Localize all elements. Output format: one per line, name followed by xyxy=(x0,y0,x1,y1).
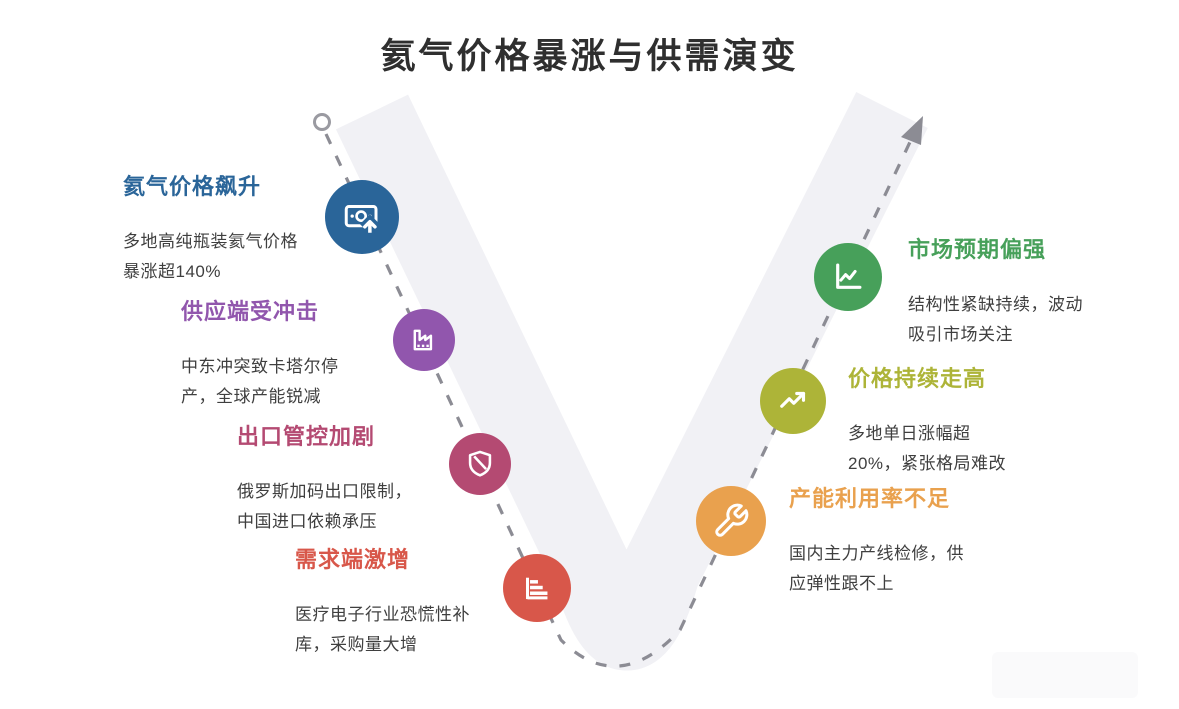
page-title: 氦气价格暴涨与供需演变 xyxy=(380,37,799,76)
step-description: 中东冲突致卡塔尔停产，全球产能锐减 xyxy=(181,357,339,406)
step-heading: 需求端激增 xyxy=(295,547,411,572)
step-price-surge: 氦气价格飙升 多地高纯瓶装氦气价格暴涨超140% xyxy=(123,172,301,287)
line-chart-icon xyxy=(814,243,882,311)
step-heading: 氦气价格飙升 xyxy=(123,174,262,199)
step-heading: 供应端受冲击 xyxy=(181,299,320,324)
step-description: 医疗电子行业恐慌性补库，采购量大增 xyxy=(295,605,470,654)
v-band xyxy=(335,92,928,670)
step-heading: 价格持续走高 xyxy=(848,366,987,391)
start-circle-marker xyxy=(313,113,331,131)
factory-icon xyxy=(393,309,455,371)
step-market-expectations: 市场预期偏强 结构性紧缺持续，波动吸引市场关注 xyxy=(908,235,1094,350)
step-capacity-shortfall: 产能利用率不足 国内主力产线检修，供应弹性跟不上 xyxy=(789,484,975,599)
trend-up-icon xyxy=(760,368,826,434)
wrench-icon xyxy=(696,486,766,556)
step-description: 多地高纯瓶装氦气价格暴涨超140% xyxy=(123,232,298,281)
step-export-controls: 出口管控加剧 俄罗斯加码出口限制，中国进口依赖承压 xyxy=(237,422,419,537)
step-supply-shock: 供应端受冲击 中东冲突致卡塔尔停产，全球产能锐减 xyxy=(181,297,363,412)
step-description: 结构性紧缺持续，波动吸引市场关注 xyxy=(908,295,1083,344)
step-description: 多地单日涨幅超20%，紧张格局难改 xyxy=(848,424,1007,473)
step-heading: 产能利用率不足 xyxy=(789,486,951,511)
watermark xyxy=(992,652,1138,698)
banknote-up-icon xyxy=(325,180,399,254)
step-heading: 出口管控加剧 xyxy=(237,424,376,449)
bar-chart-icon xyxy=(503,554,571,622)
shield-slash-icon xyxy=(449,433,511,495)
step-heading: 市场预期偏强 xyxy=(908,237,1047,262)
arrowhead-marker xyxy=(901,116,923,145)
step-demand-spike: 需求端激增 医疗电子行业恐慌性补库，采购量大增 xyxy=(295,545,477,660)
step-prices-climbing: 价格持续走高 多地单日涨幅超20%，紧张格局难改 xyxy=(848,364,1022,479)
step-description: 国内主力产线检修，供应弹性跟不上 xyxy=(789,544,964,593)
step-description: 俄罗斯加码出口限制，中国进口依赖承压 xyxy=(237,482,412,531)
